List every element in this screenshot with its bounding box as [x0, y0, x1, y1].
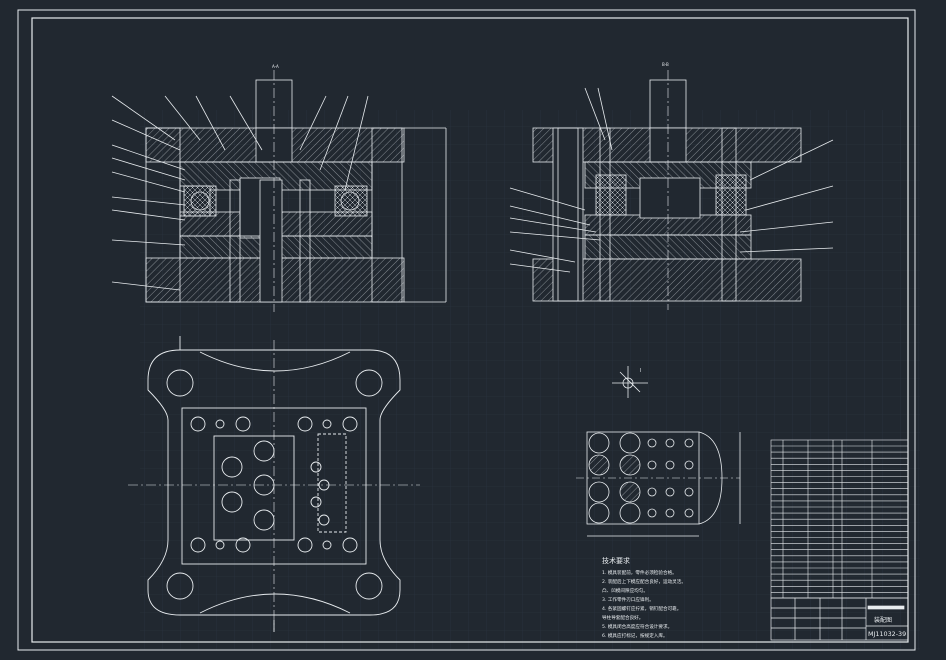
section-view-right: B-B [509, 62, 834, 310]
tech-requirements: 技术要求 1. 模具装配前，零件必须检验合格。 2. 装配后上下模应配合良好，运… [602, 556, 686, 639]
detail-view: I [612, 366, 648, 398]
tech-requirements-heading: 技术要求 [602, 556, 630, 565]
section-label-left: A-A [272, 64, 279, 69]
tech-req-line: 5. 模具闭合高度应符合设计要求。 [602, 623, 672, 630]
detail-label: I [640, 368, 641, 374]
tech-req-line: 3. 工作零件刃口应锋利。 [602, 596, 654, 603]
tech-req-line: 1. 模具装配前，零件必须检验合格。 [602, 569, 677, 576]
tech-req-line: 导柱导套配合良好。 [602, 614, 643, 621]
plan-view [128, 336, 420, 632]
title-block: 装配图 MJ11032-39 [770, 597, 909, 641]
parts-list [770, 439, 909, 599]
tech-req-line: 2. 装配后上下模应配合良好，运动灵活。 [602, 578, 686, 585]
title-block-code: MJ11032-39 [868, 630, 906, 638]
outer-border [17, 9, 916, 651]
section-view-left: A-A [111, 64, 447, 312]
tech-req-line: 4. 各紧固螺钉应拧紧，销钉配合可靠。 [602, 605, 681, 612]
section-label-right: B-B [662, 62, 669, 67]
strip-layout [576, 431, 741, 537]
inner-border [31, 17, 909, 643]
title-block-name: 装配图 [874, 616, 892, 624]
tech-req-line: 6. 模具应打标记，按规定入库。 [602, 632, 668, 639]
tech-req-line: 凸、凹模间隙应均匀。 [602, 587, 648, 594]
